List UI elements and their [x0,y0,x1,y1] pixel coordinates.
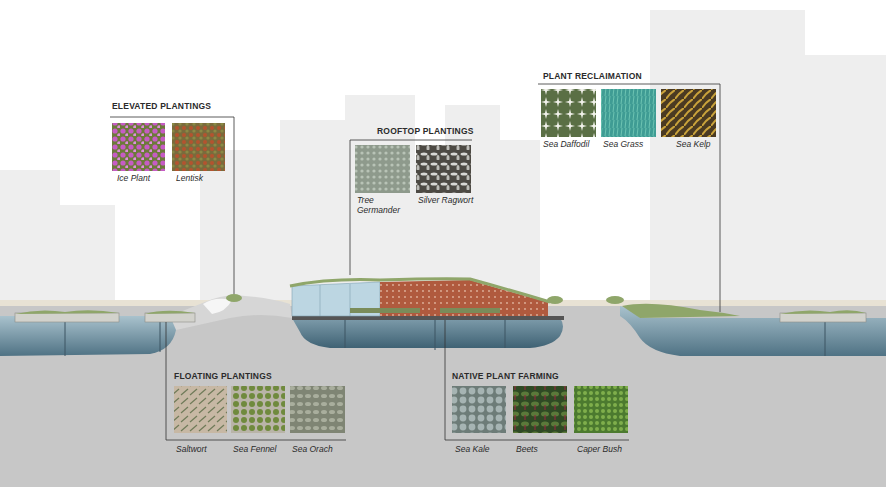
ground [0,302,886,487]
shrubs [226,294,740,318]
plant-photos [112,89,716,433]
skyline [0,10,886,310]
section-heading: PLANT RECLAIMATION [543,72,642,82]
section-heading: NATIVE PLANT FARMING [452,372,559,382]
plant-caption: Beets [516,445,538,455]
plant-caption: Sea Orach [292,445,333,455]
section-heading: ELEVATED PLANTINGS [112,102,211,112]
plant-caption: Caper Bush [577,445,622,455]
plant-caption: Tree Germander [357,196,402,216]
plant-caption: Sea Fennel [233,445,276,455]
section-heading: ROOFTOP PLANTINGS [377,127,474,137]
basin-water [292,318,563,348]
plant-caption: Sea Kale [455,445,490,455]
plant-caption: Saltwort [176,445,207,455]
plant-caption: Lentisk [176,174,203,184]
plant-caption: Sea Kelp [676,140,711,150]
plant-caption: Ice Plant [117,174,150,184]
section-heading: FLOATING PLANTINGS [174,372,272,382]
plant-caption: Sea Daffodil [543,140,589,150]
plant-caption: Sea Grass [603,140,643,150]
rocks [203,299,232,314]
plant-caption: Silver Ragwort [418,196,473,206]
leader-brackets [110,84,720,440]
building [290,279,564,320]
